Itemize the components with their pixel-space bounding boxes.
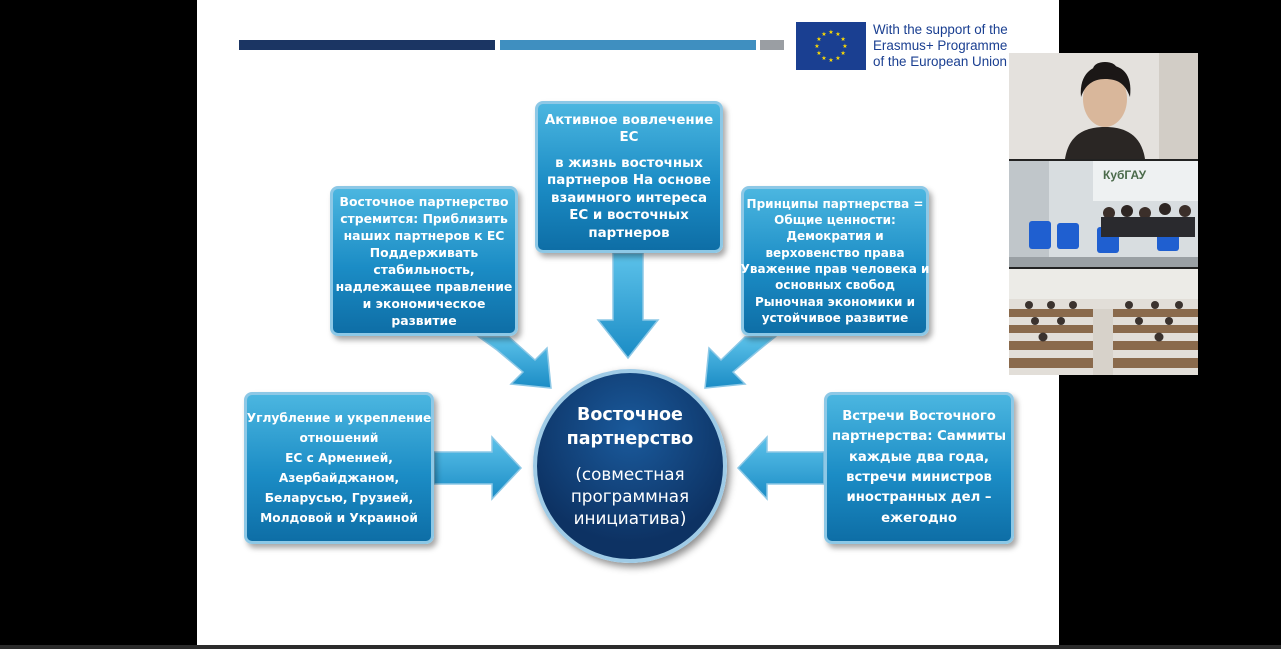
center-title-line: Восточное [577, 405, 683, 425]
box-line: верховенство права [765, 245, 905, 260]
box-meetings: Встречи Восточного партнерства: Саммиты … [824, 392, 1014, 544]
eu-star: ★ [842, 43, 847, 50]
box-line: основных свобод [775, 278, 895, 293]
box-line: стремится: Приблизить [340, 211, 508, 226]
eu-star: ★ [821, 31, 826, 38]
box-line: Восточное партнерство [339, 194, 509, 209]
header-bar-blue [500, 40, 756, 50]
eu-star: ★ [816, 50, 821, 57]
eu-star: ★ [828, 57, 833, 64]
box-line: отношений [299, 431, 379, 445]
box-partnership-goals: Восточное партнерство стремится: Приблиз… [330, 186, 518, 336]
center-subtitle-line: (совместная [575, 464, 685, 484]
box-line: ежегодно [881, 510, 957, 526]
eu-support-line: of the European Union [873, 54, 1008, 69]
box-line: Углубление и укрепление [246, 411, 432, 425]
participant-video-tile[interactable] [1009, 269, 1198, 375]
eu-star: ★ [816, 36, 821, 43]
diagram-arrows [433, 252, 825, 501]
box-line: устойчивое развитие [761, 310, 909, 325]
screen-bottom-bar [0, 645, 1281, 649]
presenter-video-icon [1009, 53, 1198, 159]
box-line: наших партнеров к ЕС [343, 228, 505, 243]
box-line: Рыночная экономики и [754, 294, 916, 309]
box-line: Азербайджаном, [278, 471, 400, 485]
box-line: партнеров На основе [547, 173, 711, 189]
box-line: встречи министров [846, 470, 992, 485]
eu-star: ★ [828, 29, 833, 36]
presentation-slide: ★★★★★★★★★★★★ With the support of the Era… [197, 0, 1059, 646]
lecture-hall-video-icon [1009, 269, 1198, 375]
eu-support-text: With the support of the Erasmus+ Program… [873, 22, 1033, 70]
participant-video-tile[interactable]: КубГАУ [1009, 161, 1198, 267]
participant-video-panel: КубГАУ [1009, 53, 1198, 375]
box-line: Уважение прав человека и [740, 262, 930, 276]
arrow-down-right [476, 336, 552, 389]
box-line: взаимного интереса [550, 190, 708, 206]
box-line: Поддерживать [369, 245, 479, 260]
eu-star: ★ [821, 55, 826, 62]
box-line: иностранных дел – [846, 490, 992, 506]
eu-star: ★ [840, 50, 845, 57]
eu-support-line: With the support of the [873, 22, 1008, 37]
room-sign-text: КубГАУ [1103, 168, 1147, 182]
box-active-involvement: Активное вовлечение ЕС в жизнь восточных… [535, 101, 723, 253]
box-relations: Углубление и укрепление отношений ЕС с А… [244, 392, 434, 544]
eu-flag-icon: ★★★★★★★★★★★★ [796, 22, 866, 70]
box-line: каждые два года, [848, 449, 990, 465]
box-line: ЕС с Арменией, [285, 451, 393, 465]
header-bar-navy [239, 40, 495, 50]
center-subtitle-line: инициатива) [573, 508, 687, 528]
participant-video-tile[interactable] [1009, 53, 1198, 159]
eu-star: ★ [835, 31, 840, 38]
arrow-down-left [704, 336, 778, 389]
box-line: ЕС и восточных [569, 208, 689, 224]
center-circle-eastern-partnership: Восточное партнерство (совместная програ… [533, 369, 727, 563]
box-line: партнеров [588, 225, 670, 241]
eu-star: ★ [835, 55, 840, 62]
box-line: Встречи Восточного [842, 408, 996, 424]
box-line: надлежащее правление [335, 279, 513, 294]
arrow-right [433, 435, 523, 501]
center-subtitle-line: программная [570, 486, 690, 506]
eu-star: ★ [840, 36, 845, 43]
box-line: Принципы партнерства = [746, 196, 924, 211]
box-line: партнерства: Саммиты [831, 429, 1007, 445]
box-line: Активное вовлечение [544, 112, 714, 128]
box-line: Беларусью, Грузией, [264, 491, 414, 505]
arrow-left [736, 435, 825, 501]
box-line: в жизнь восточных [555, 155, 703, 171]
box-line: ЕС [619, 130, 639, 146]
box-line: стабильность, [373, 262, 475, 277]
box-partnership-principles: Принципы партнерства = Общие ценности: Д… [741, 186, 929, 336]
box-line: Общие ценности: [774, 213, 896, 228]
box-line: и экономическое [362, 296, 486, 311]
eu-support-line: Erasmus+ Programme [873, 38, 1008, 53]
box-line: Молдовой и Украиной [260, 511, 418, 525]
classroom-video-icon [1009, 161, 1198, 267]
box-line: Демократия и [786, 229, 884, 244]
eu-star: ★ [814, 43, 819, 50]
center-title-line: партнерство [566, 429, 694, 449]
arrow-down [596, 252, 660, 360]
header-bar-gray [760, 40, 784, 50]
box-line: развитие [391, 313, 457, 328]
